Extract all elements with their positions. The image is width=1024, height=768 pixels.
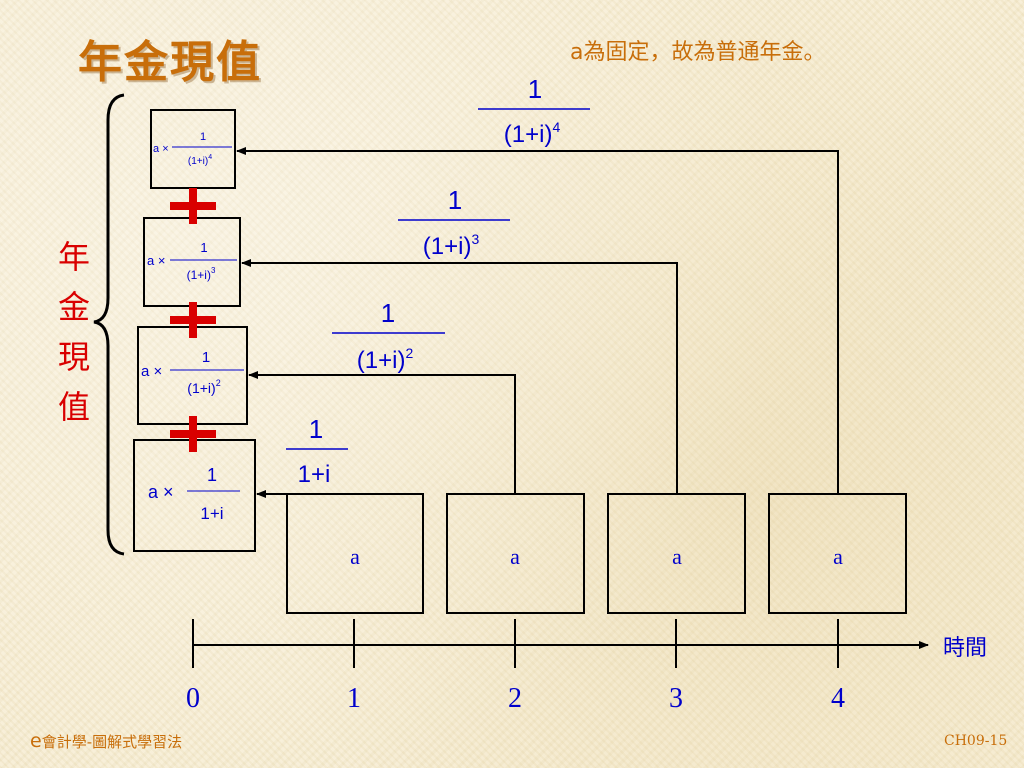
side-label-char-1: 年 xyxy=(57,238,90,276)
side-label-char-3: 現 xyxy=(57,338,90,376)
pv-formula-period-2: a × 1 (1+i)2 xyxy=(141,349,244,396)
discount-factor-period-2: 1 (1+i)2 xyxy=(332,298,445,374)
discount-arrow-period-2 xyxy=(248,371,516,494)
time-tick-label-0: 0 xyxy=(186,683,200,714)
fraction-numerator: 1 xyxy=(309,414,323,444)
fraction-numerator: 1 xyxy=(381,298,395,328)
fraction-denominator: (1+i)4 xyxy=(504,119,561,148)
fraction-numerator: 1 xyxy=(448,185,462,215)
svg-text:(1+i)4: (1+i)4 xyxy=(188,154,212,167)
svg-text:(1+i)2: (1+i)2 xyxy=(187,378,220,396)
pv-formula-period-1: a × 1 1+i xyxy=(148,465,240,523)
svg-text:a ×: a × xyxy=(147,253,165,268)
svg-text:a ×: a × xyxy=(141,363,162,380)
discount-factor-period-1: 1 1+i xyxy=(286,414,348,488)
payment-label: a xyxy=(350,544,360,569)
discount-arrow-period-4 xyxy=(236,147,839,494)
svg-text:(1+i)3: (1+i)3 xyxy=(187,266,216,282)
footer-course-title: e會計學-圖解式學習法 xyxy=(30,730,182,752)
side-label-char-4: 值 xyxy=(57,388,90,426)
payment-label: a xyxy=(833,544,843,569)
svg-text:1: 1 xyxy=(200,240,207,255)
fraction-denominator: 1+i xyxy=(298,461,331,488)
side-label-char-2: 金 xyxy=(57,288,90,326)
fraction-denominator: (1+i)3 xyxy=(423,231,480,260)
svg-text:1+i: 1+i xyxy=(200,504,223,523)
discount-factor-period-3: 1 (1+i)3 xyxy=(398,185,510,260)
svg-text:1: 1 xyxy=(207,465,217,485)
plus-icon xyxy=(170,416,216,452)
annuity-note: a為固定，故為普通年金。 xyxy=(570,40,826,65)
time-tick-label-4: 4 xyxy=(831,683,845,714)
time-tick-label-3: 3 xyxy=(669,683,683,714)
plus-icon xyxy=(170,188,216,224)
svg-text:a ×: a × xyxy=(148,482,174,502)
time-tick-label-2: 2 xyxy=(508,683,522,714)
left-brace xyxy=(93,93,125,556)
fraction-denominator: (1+i)2 xyxy=(357,345,414,374)
payment-label: a xyxy=(672,544,682,569)
svg-text:1: 1 xyxy=(200,131,206,143)
pv-formula-period-4: a × 1 (1+i)4 xyxy=(153,131,232,167)
payment-label: a xyxy=(510,544,520,569)
plus-icon xyxy=(170,302,216,338)
page-title: 年金現值 xyxy=(78,37,262,88)
pv-formula-period-3: a × 1 (1+i)3 xyxy=(147,240,237,282)
svg-text:1: 1 xyxy=(202,349,210,366)
time-tick-label-1: 1 xyxy=(347,683,361,714)
discount-arrow-period-3 xyxy=(241,259,678,494)
svg-text:a ×: a × xyxy=(153,143,169,155)
time-axis-label: 時間 xyxy=(943,636,987,661)
annuity-present-value-label: 年 金 現 值 xyxy=(52,232,96,432)
slide-number: CH09-15 xyxy=(944,733,1008,749)
fraction-numerator: 1 xyxy=(528,74,542,104)
footer-text: 會計學-圖解式學習法 xyxy=(41,733,183,751)
discount-factor-period-4: 1 (1+i)4 xyxy=(478,74,590,148)
footer-e: e xyxy=(30,730,42,752)
